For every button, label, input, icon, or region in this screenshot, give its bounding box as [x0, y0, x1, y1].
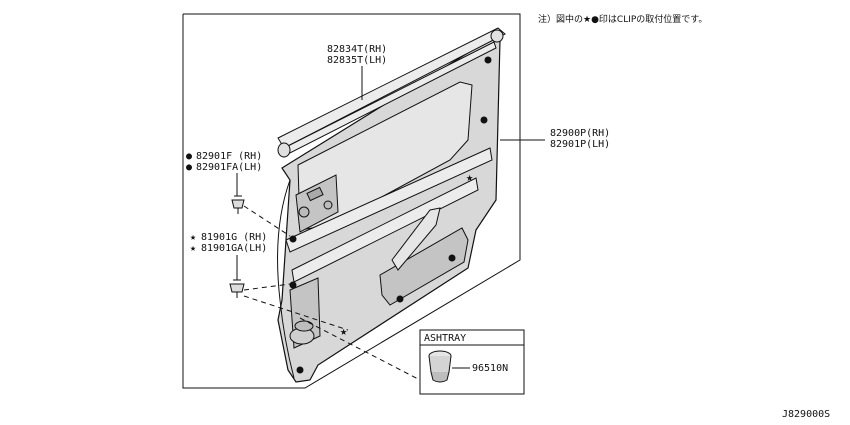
trim-lh-label: 82901P(LH): [550, 139, 610, 150]
clip-dot-symbol: ●: [186, 151, 192, 162]
ashtray-part-drawing: [428, 350, 452, 383]
molding-lh-label: 82835T(LH): [327, 55, 387, 66]
ashtray-part-label: 96510N: [472, 363, 508, 374]
leader-lines: [236, 66, 545, 393]
clip-note: 注）図中の★●印はCLIPの取付位置です。: [538, 13, 707, 25]
clip-dot-marker: [289, 281, 297, 289]
clip-star-lh-label: 81901GA(LH): [201, 243, 267, 254]
clip-dot-marker: [484, 56, 492, 64]
clip-dot-marker: [296, 366, 304, 374]
clip-dot-marker: [396, 295, 404, 303]
clip-star-symbol: ★: [190, 243, 196, 254]
door-trim-panel: [277, 37, 501, 383]
frame-outline: [182, 13, 521, 389]
clip-star-rh-label: 81901G (RH): [201, 232, 267, 243]
clip-dot-marker: [480, 116, 488, 124]
trim-rh-label: 82900P(RH): [550, 128, 610, 139]
clip-dot-marker: [289, 235, 297, 243]
door-molding-strip: [277, 27, 506, 158]
clip-dot-rh-label: 82901F (RH): [196, 151, 262, 162]
clip-star-symbol: ★: [190, 232, 196, 243]
diagram-code: J829000S: [782, 409, 830, 420]
clip-dot-marker: [448, 254, 456, 262]
ashtray-title: ASHTRAY: [424, 333, 466, 344]
clip-dot-lh-label: 82901FA(LH): [196, 162, 262, 173]
clip-dot-symbol: ●: [186, 162, 192, 173]
molding-rh-label: 82834T(RH): [327, 44, 387, 55]
ashtray-inset: ASHTRAY 96510N: [419, 329, 525, 395]
clip-markers: ★ ★: [289, 56, 492, 374]
clip-star-marker: ★: [340, 324, 347, 338]
loose-clip-star: [229, 279, 245, 298]
clip-star-marker: ★: [466, 170, 473, 184]
loose-clip-dot: [231, 195, 245, 214]
